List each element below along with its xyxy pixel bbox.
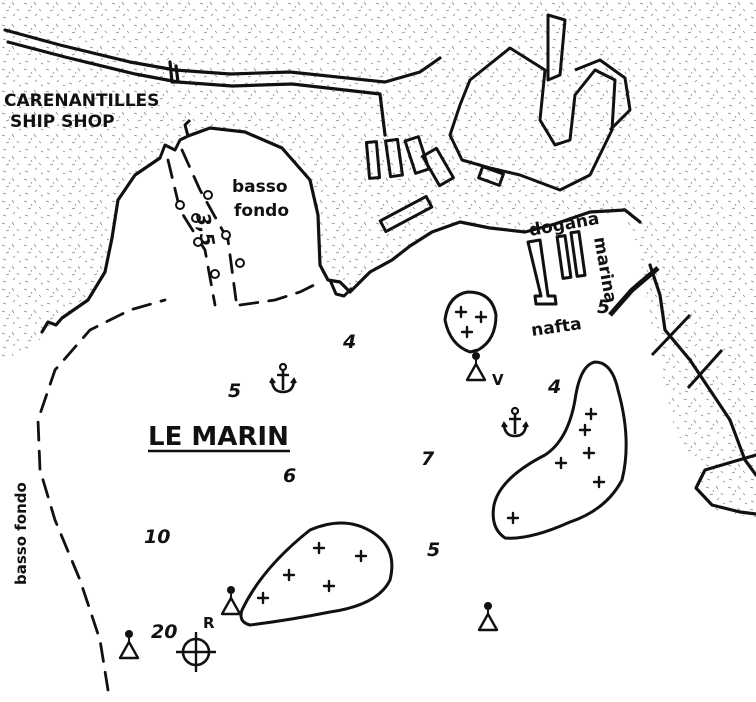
coastline-west-bay	[40, 156, 162, 334]
depth-sounding: 4	[342, 331, 356, 353]
pier-marina-1	[555, 234, 573, 280]
shoal-boundaries	[36, 148, 322, 692]
depth-sounding: 6	[283, 465, 296, 487]
reef-north-islet	[443, 290, 498, 354]
reef-south	[239, 521, 394, 627]
waypoint-icon	[176, 632, 216, 672]
jetty-east-1	[650, 313, 692, 357]
buoy-icon	[118, 628, 140, 660]
pier-shop	[168, 60, 180, 84]
pier-marina-2	[569, 230, 587, 278]
pier-3	[403, 135, 431, 175]
marina-building-north	[546, 13, 567, 82]
reef-east	[491, 360, 628, 540]
shoal-west-label: basso fondo	[12, 482, 30, 585]
marina-building-main	[448, 46, 617, 192]
depth-sounding: 4	[547, 376, 561, 398]
shoal-north-label-line2: fondo	[234, 201, 289, 221]
shoal-north-boundary	[238, 280, 322, 307]
depth-sounding: 7	[421, 448, 435, 470]
shoal-north-label-line1: basso	[232, 177, 288, 197]
jetty-east-2	[686, 348, 724, 390]
depth-sounding: 5	[427, 539, 440, 561]
depth-sounding: 20	[151, 621, 177, 643]
breakwater-east	[608, 266, 660, 317]
buoy-letter-green: V	[492, 371, 504, 389]
channel-markers	[175, 190, 245, 279]
road-north-inner	[6, 40, 387, 137]
marina-label: marina	[589, 235, 620, 304]
dock-bay-south	[328, 279, 354, 298]
place-name-label: LE MARIN	[148, 422, 289, 452]
marina-structures	[158, 13, 724, 390]
buoy-letter-red: R	[203, 614, 215, 632]
pier-2	[384, 137, 404, 179]
reefs	[239, 290, 628, 627]
land-north-mainland	[0, 0, 756, 470]
shoal-west-boundary	[36, 298, 167, 692]
anchor-icon	[268, 362, 298, 394]
buoy-icon	[477, 600, 499, 632]
channel-left	[166, 158, 217, 307]
coastline-inner-bay	[186, 126, 642, 294]
depth-sounding: 5	[228, 380, 241, 402]
depth-sounding: 10	[144, 526, 170, 548]
pier-6	[378, 194, 434, 234]
reef-crosses	[256, 305, 606, 605]
coastline-east-islet	[694, 453, 756, 516]
channel-right	[180, 148, 238, 302]
pier-1	[364, 140, 382, 180]
land-areas	[0, 0, 756, 518]
road-north	[3, 28, 442, 84]
anchor-icon	[500, 406, 530, 438]
shop-label-line1: CARENANTILLES	[4, 91, 159, 111]
depth-sounding: 5	[597, 296, 610, 318]
buoy-icon	[220, 584, 242, 616]
marina-basin-east	[574, 58, 632, 132]
pier-dogana	[526, 238, 558, 306]
pier-4	[421, 146, 455, 188]
nafta-label: nafta	[530, 314, 583, 341]
dock-inner-west	[158, 118, 192, 159]
buoy-icon	[465, 350, 487, 382]
shop-label-line2: SHIP SHOP	[10, 112, 115, 132]
pier-5	[477, 165, 505, 187]
